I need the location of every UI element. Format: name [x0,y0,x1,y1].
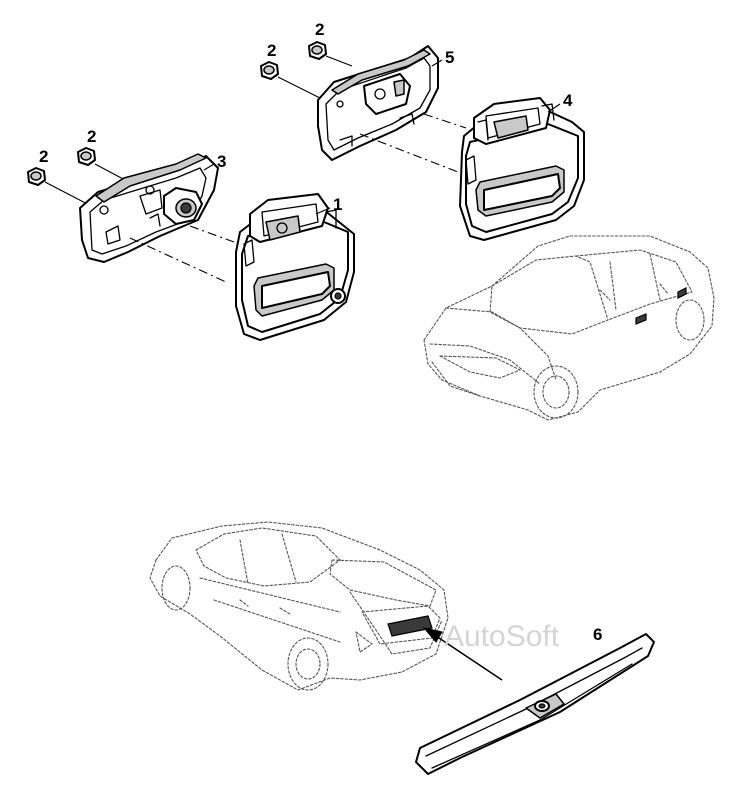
watermark-text: AutoSoft [444,620,560,653]
front-handle-bracket-3 [79,153,219,263]
rear-door-handle-4 [459,97,585,241]
front-door-handle-1 [235,193,355,341]
callout-3: 3 [217,152,226,171]
tailgate-handle-strip-6 [415,633,655,775]
callout-4: 4 [563,91,573,110]
callout-6: 6 [593,625,602,644]
nut-2-right-a [260,61,279,80]
callout-leader-lines [203,59,561,215]
arrow-to-tailgate-handle [422,627,503,681]
car-front-view [423,235,715,421]
callout-2-right-a: 2 [267,41,276,60]
alignment-lines-5-to-4 [359,113,467,173]
nut-2-left-a [27,167,46,186]
car-rear-view [149,521,449,691]
nut-2-left-b [77,147,96,166]
callout-5: 5 [445,48,454,67]
callout-2-left-b: 2 [87,127,96,146]
callout-2-left-a: 2 [39,147,48,166]
rear-handle-bracket-5 [317,45,439,161]
alignment-lines-3-to-1 [129,225,235,283]
callout-2-right-b: 2 [315,20,324,39]
nut-2-right-b [308,41,327,60]
callout-1: 1 [333,195,342,214]
